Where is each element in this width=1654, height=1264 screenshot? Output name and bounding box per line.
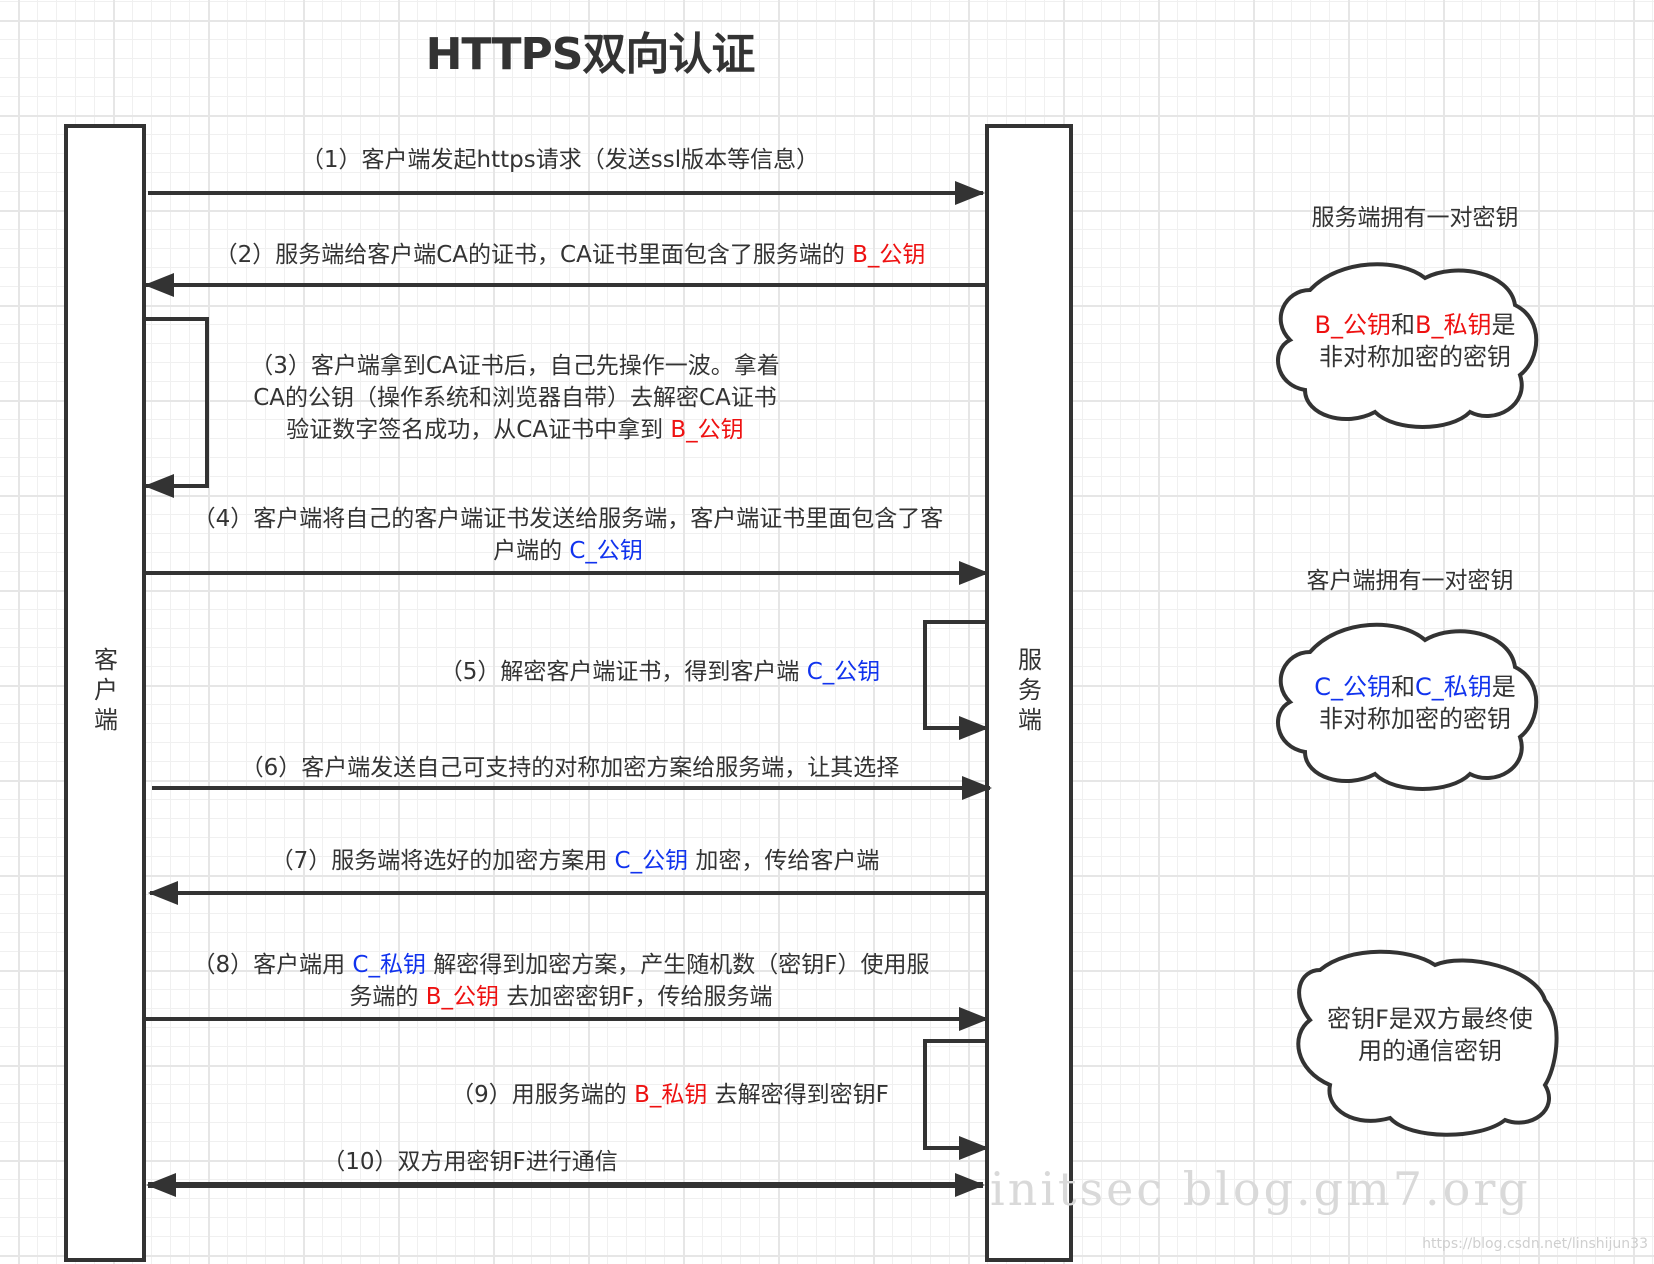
text-line: （8）客户端用 C_私钥 解密得到加密方案，产生随机数（密钥F）使用服 [146, 949, 976, 981]
text-fragment: 加密，传给客户端 [688, 848, 880, 874]
key-name-text: C_公钥 [614, 848, 689, 874]
key-name-text: B_私钥 [634, 1082, 708, 1108]
server-label-char: 务 [1018, 676, 1042, 704]
text-line: 密钥F是双方最终使 [1310, 1003, 1550, 1035]
text-fragment: 非对称加密的密钥 [1319, 705, 1511, 733]
text-fragment: （9）用服务端的 [451, 1082, 635, 1108]
text-fragment: （2）服务端给客户端CA的证书，CA证书里面包含了服务端的 [214, 242, 853, 268]
client-label-char: 端 [94, 706, 118, 734]
text-fragment: 非对称加密的密钥 [1319, 343, 1511, 371]
text-line: 非对称加密的密钥 [1300, 341, 1530, 373]
text-line: 非对称加密的密钥 [1300, 703, 1530, 735]
key-name-text: B_公钥 [1314, 311, 1391, 339]
client-keys-heading: 客户端拥有一对密钥 [1306, 568, 1514, 594]
text-fragment: 验证数字签名成功，从CA证书中拿到 [286, 417, 671, 443]
text-line: 务端的 B_公钥 去加密密钥F，传给服务端 [146, 981, 976, 1013]
step-2-label: （2）服务端给客户端CA的证书，CA证书里面包含了服务端的 B_公钥 [170, 239, 970, 271]
text-line: B_公钥和B_私钥是 [1300, 309, 1530, 341]
text-fragment: 用的通信密钥 [1358, 1037, 1502, 1065]
server-keys-heading: 服务端拥有一对密钥 [1311, 205, 1519, 231]
text-fragment: 务端的 [349, 984, 426, 1010]
key-name-text: C_公钥 [569, 538, 643, 564]
cloud-session-key [1296, 949, 1559, 1137]
key-name-text: B_公钥 [852, 242, 926, 268]
step-3-label: （3）客户端拿到CA证书后，自己先操作一波。拿着 CA的公钥（操作系统和浏览器自带… [215, 350, 815, 446]
text-fragment: （4）客户端将自己的客户端证书发送给服务端，客户端证书里面包含了客 [192, 506, 944, 532]
step-10-label: （10）双方用密钥F进行通信 [300, 1146, 640, 1178]
server-keys-cloud-text: B_公钥和B_私钥是非对称加密的密钥 [1300, 309, 1530, 373]
session-key-cloud-text: 密钥F是双方最终使用的通信密钥 [1310, 1003, 1550, 1067]
text-fragment: 是 [1491, 673, 1516, 701]
step-4-label: （4）客户端将自己的客户端证书发送给服务端，客户端证书里面包含了客户端的 C_公… [148, 503, 988, 567]
arrow-step-9 [923, 1039, 989, 1160]
text-line: 用的通信密钥 [1310, 1035, 1550, 1067]
key-name-text: C_私钥 [1415, 673, 1492, 701]
text-line: 验证数字签名成功，从CA证书中拿到 B_公钥 [215, 414, 815, 446]
text-fragment: （8）客户端用 [192, 952, 353, 978]
cloud-client-keys [1276, 622, 1539, 791]
text-fragment: 和 [1391, 673, 1415, 701]
text-fragment: 解密得到加密方案，产生随机数（密钥F）使用服 [425, 952, 930, 978]
key-name-text: C_公钥 [806, 659, 881, 685]
client-label-char: 客 [94, 646, 118, 674]
text-line: 户端的 C_公钥 [148, 535, 988, 567]
step-9-label: （9）用服务端的 B_私钥 去解密得到密钥F [420, 1079, 920, 1111]
watermark: initsec blog.gm7.org [990, 1162, 1531, 1216]
step-7-label: （7）服务端将选好的加密方案用 C_公钥 加密，传给客户端 [225, 845, 925, 877]
key-name-text: C_私钥 [352, 952, 426, 978]
key-name-text: B_公钥 [670, 417, 744, 443]
server-label-char: 端 [1018, 706, 1042, 734]
text-fragment: （10）双方用密钥F进行通信 [322, 1149, 618, 1175]
text-fragment: （1）客户端发起https请求（发送ssl版本等信息） [300, 147, 820, 173]
step-1-label: （1）客户端发起https请求（发送ssl版本等信息） [280, 144, 840, 176]
text-line: （4）客户端将自己的客户端证书发送给服务端，客户端证书里面包含了客 [148, 503, 988, 535]
step-8-label: （8）客户端用 C_私钥 解密得到加密方案，产生随机数（密钥F）使用服务端的 B… [146, 949, 976, 1013]
key-name-text: B_公钥 [425, 984, 500, 1010]
server-label-char: 服 [1018, 646, 1042, 674]
client-label-char: 户 [94, 676, 118, 704]
diagram-title: HTTPS双向认证 [425, 29, 756, 80]
text-line: （3）客户端拿到CA证书后，自己先操作一波。拿着 [215, 350, 815, 382]
text-fragment: （6）客户端发送自己可支持的对称加密方案给服务端，让其选择 [240, 755, 900, 781]
watermark-url: https://blog.csdn.net/linshijun33 [1422, 1236, 1648, 1252]
client-label: 客 户 端 [91, 645, 121, 735]
key-name-text: C_公钥 [1314, 673, 1391, 701]
text-line: C_公钥和C_私钥是 [1300, 671, 1530, 703]
text-line: CA的公钥（操作系统和浏览器自带）去解密CA证书 [215, 382, 815, 414]
text-fragment: （3）客户端拿到CA证书后，自己先操作一波。拿着 [250, 353, 780, 379]
key-name-text: B_私钥 [1415, 311, 1492, 339]
text-fragment: 是 [1491, 311, 1516, 339]
server-label: 服 务 端 [1015, 645, 1045, 735]
client-keys-cloud-text: C_公钥和C_私钥是非对称加密的密钥 [1300, 671, 1530, 735]
client-lifeline [64, 124, 146, 1262]
server-lifeline [985, 124, 1073, 1262]
step-6-label: （6）客户端发送自己可支持的对称加密方案给服务端，让其选择 [200, 752, 940, 784]
text-fragment: 户端的 [493, 538, 570, 564]
cloud-server-keys [1276, 262, 1539, 429]
arrow-step-3 [144, 317, 209, 498]
text-fragment: （5）解密客户端证书，得到客户端 [439, 659, 807, 685]
arrow-step-5 [923, 620, 989, 740]
step-5-label: （5）解密客户端证书，得到客户端 C_公钥 [410, 656, 910, 688]
text-fragment: （7）服务端将选好的加密方案用 [270, 848, 615, 874]
text-fragment: 去解密得到密钥F [707, 1082, 889, 1108]
text-fragment: 密钥F是双方最终使 [1327, 1005, 1533, 1033]
text-fragment: CA的公钥（操作系统和浏览器自带）去解密CA证书 [253, 385, 777, 411]
text-fragment: 去加密密钥F，传给服务端 [499, 984, 773, 1010]
text-fragment: 和 [1391, 311, 1415, 339]
